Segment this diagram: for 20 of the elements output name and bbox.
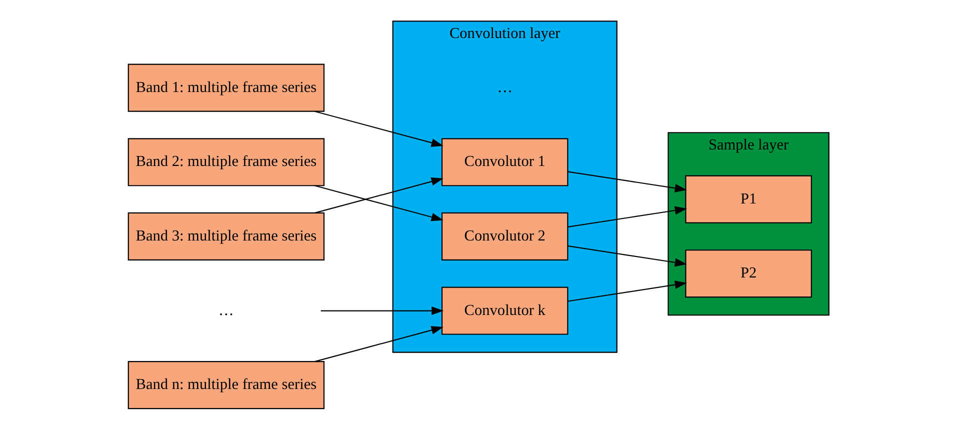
arrow bbox=[568, 171, 687, 192]
node-box: Convolutor k bbox=[441, 286, 568, 335]
node-box: Band 1: multiple frame series bbox=[128, 64, 325, 112]
node-text: … bbox=[497, 78, 512, 96]
node-box: Band 3: multiple frame series bbox=[128, 212, 325, 260]
node-box: P1 bbox=[685, 175, 812, 224]
arrow bbox=[568, 206, 687, 228]
node-box: Band 2: multiple frame series bbox=[128, 138, 325, 186]
arrow bbox=[568, 245, 687, 267]
arrow bbox=[568, 280, 687, 302]
arrow bbox=[314, 110, 444, 147]
node-box: P2 bbox=[685, 250, 812, 298]
arrow bbox=[314, 177, 444, 214]
arrow bbox=[320, 306, 444, 315]
arrow bbox=[314, 326, 444, 362]
node-box: Convolutor 2 bbox=[441, 212, 568, 260]
node-box: Band n: multiple frame series bbox=[128, 361, 325, 410]
node-text: … bbox=[218, 302, 234, 319]
arrow bbox=[314, 185, 444, 222]
node-box: Convolutor 1 bbox=[441, 138, 568, 186]
